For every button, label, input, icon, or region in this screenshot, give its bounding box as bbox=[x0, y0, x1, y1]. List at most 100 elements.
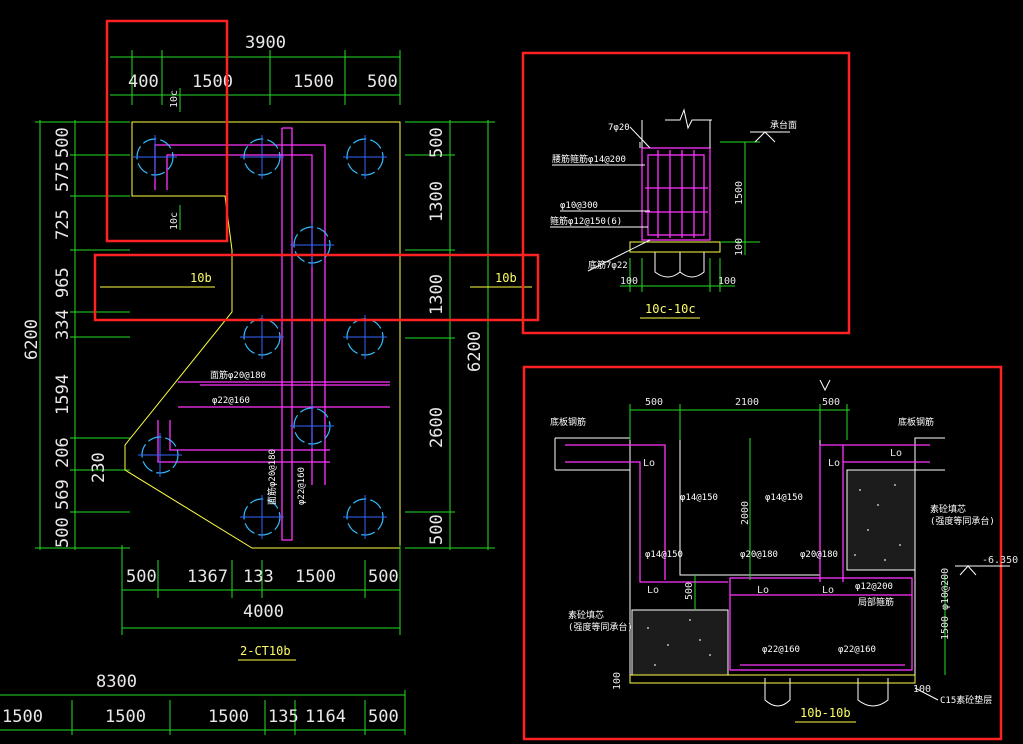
fill-block-left bbox=[631, 609, 729, 676]
sec-b-dim-v3: 1500 bbox=[940, 616, 951, 640]
highlight-box-10b bbox=[93, 253, 540, 322]
dim-bot-5: 500 bbox=[368, 567, 399, 587]
section-mark-c-bottom: 10c bbox=[169, 212, 180, 230]
dim-top-total: 3900 bbox=[245, 33, 286, 53]
dim-left-9: 569 bbox=[53, 479, 73, 510]
sec-b-rebar-1: φ14@150 bbox=[680, 493, 718, 503]
dim-top-2: 1500 bbox=[192, 72, 233, 92]
sec-b-rebar-6: φ12@200 bbox=[855, 582, 893, 592]
dim-lower-6: 500 bbox=[368, 707, 399, 727]
sec-b-rebar-3: φ14@150 bbox=[645, 550, 683, 560]
plan-title: 2-CT10b bbox=[240, 644, 291, 658]
sec-b-dim-v2: 500 bbox=[684, 582, 695, 600]
sec-b-note-6: (强度等同承台) bbox=[568, 621, 633, 633]
plan-rebar-label-2: φ22@160 bbox=[212, 396, 250, 406]
sec-b-rebar-2: φ14@150 bbox=[765, 493, 803, 503]
section-mark-c-top: 10c bbox=[169, 90, 180, 108]
dim-left-total: 6200 bbox=[22, 319, 42, 360]
dim-lower-2: 1500 bbox=[105, 707, 146, 727]
plan-view: 3900 400 1500 1500 500 6200 500 575 725 … bbox=[0, 33, 532, 735]
dim-lower-4: 135 bbox=[268, 707, 299, 727]
dim-lower-3: 1500 bbox=[208, 707, 249, 727]
pile-cap-outline bbox=[124, 121, 401, 549]
sec-b-elevation: -6.350 bbox=[982, 555, 1018, 566]
section-mark-b-left: 10b bbox=[190, 271, 212, 285]
dim-bot-1: 500 bbox=[126, 567, 157, 587]
dim-bot-total: 4000 bbox=[243, 602, 284, 622]
sec-c-label-1: 7φ20 bbox=[608, 123, 630, 133]
dim-top-3: 1500 bbox=[293, 72, 334, 92]
sec-c-label-3: φ10@300 bbox=[560, 201, 598, 211]
dim-bot-2: 1367 bbox=[187, 567, 228, 587]
dim-left-4: 965 bbox=[53, 267, 73, 298]
sec-c-label-4: 箍筋φ12@150(6) bbox=[550, 215, 622, 227]
sec-b-title: 10b-10b bbox=[800, 706, 851, 720]
dim-left-5: 334 bbox=[53, 309, 73, 340]
section-mark-b-right: 10b bbox=[495, 271, 517, 285]
dim-bot-4: 1500 bbox=[295, 567, 336, 587]
dim-top-4: 500 bbox=[367, 72, 398, 92]
sec-b-lo-2: Lo bbox=[828, 458, 840, 469]
plan-rebar-lines bbox=[154, 127, 390, 541]
dim-top-1: 400 bbox=[128, 72, 159, 92]
sec-c-level: 承台面 bbox=[770, 119, 797, 131]
sec-b-note-1: 底板钢筋 bbox=[550, 416, 586, 428]
sec-b-lo-6: Lo bbox=[890, 448, 902, 459]
sec-b-dim-v1: 2000 bbox=[740, 501, 751, 525]
sec-b-rebar bbox=[565, 444, 930, 671]
section-10b: 500 2100 500 2000 500 1500 φ10@200 Lo Lo… bbox=[550, 379, 1018, 723]
sec-b-dim-1: 500 bbox=[645, 397, 663, 408]
sec-b-base-100b: 100 bbox=[913, 684, 931, 695]
sec-c-dim-b1: 100 bbox=[620, 276, 638, 287]
sec-b-lo-1: Lo bbox=[643, 458, 655, 469]
dim-right-1: 500 bbox=[427, 127, 447, 158]
dim-right-3: 1300 bbox=[427, 274, 447, 315]
dim-left-2: 575 bbox=[53, 161, 73, 192]
sec-b-dim-3: 500 bbox=[822, 397, 840, 408]
fill-block-right bbox=[846, 469, 916, 571]
plan-rebar-label-4: φ22@160 bbox=[297, 467, 307, 505]
dim-lower-5: 1164 bbox=[305, 707, 346, 727]
piles bbox=[133, 135, 387, 539]
dim-lower-total: 8300 bbox=[96, 672, 137, 692]
sec-b-note-8: C15素砼垫层 bbox=[940, 694, 992, 706]
dim-right-2: 1300 bbox=[427, 181, 447, 222]
sec-b-rebar-5: φ20@180 bbox=[800, 550, 838, 560]
sec-c-dim-b2: 100 bbox=[718, 276, 736, 287]
dim-left-1: 500 bbox=[53, 127, 73, 158]
dim-right-5: 500 bbox=[427, 514, 447, 545]
sec-c-label-2: 腰筋箍筋φ14@200 bbox=[552, 153, 626, 165]
dim-left-8: 230 bbox=[89, 452, 109, 483]
sec-b-note-5: 素砼填芯 bbox=[568, 609, 604, 621]
sec-b-note-2: 底板钢筋 bbox=[898, 416, 934, 428]
dim-right-total: 6200 bbox=[465, 331, 485, 372]
highlight-box-section-b bbox=[522, 365, 1003, 741]
sec-b-lo-4: Lo bbox=[757, 585, 769, 596]
fill-speckles bbox=[647, 484, 901, 666]
sec-b-rebar-7: φ22@160 bbox=[762, 645, 800, 655]
sec-c-label-5: 底筋7φ22 bbox=[588, 259, 628, 271]
sec-b-note-4: (强度等同承台) bbox=[930, 515, 995, 527]
highlight-box-10c bbox=[105, 19, 229, 243]
sec-b-rebar-9: φ10@200 bbox=[940, 568, 951, 610]
sec-b-lo-5: Lo bbox=[822, 585, 834, 596]
sec-b-note-3: 素砼填芯 bbox=[930, 503, 966, 515]
dim-bot-3: 133 bbox=[243, 567, 274, 587]
plan-rebar-label-3: 面筋φ20@180 bbox=[266, 449, 278, 505]
highlight-box-section-c bbox=[521, 51, 851, 335]
sec-b-base-100a: 100 bbox=[612, 672, 623, 690]
dim-left-6: 1594 bbox=[53, 374, 73, 415]
dim-lower-1: 1500 bbox=[2, 707, 43, 727]
sec-c-dim-h: 1500 bbox=[734, 181, 745, 205]
sec-b-rebar-4: φ20@180 bbox=[740, 550, 778, 560]
sec-b-rebar-8: φ22@160 bbox=[838, 645, 876, 655]
dim-left-10: 500 bbox=[53, 517, 73, 548]
plan-rebar-label-1: 面筋φ20@180 bbox=[210, 369, 266, 381]
sec-b-lo-3: Lo bbox=[647, 585, 659, 596]
dim-right-4: 2600 bbox=[427, 407, 447, 448]
sec-b-dim-2: 2100 bbox=[735, 397, 759, 408]
sec-c-title: 10c-10c bbox=[645, 302, 696, 316]
dim-left-7: 206 bbox=[53, 437, 73, 468]
section-10c: 1500 100 100 100 承台面 7φ20 腰筋箍筋φ14@200 φ1… bbox=[550, 108, 797, 319]
